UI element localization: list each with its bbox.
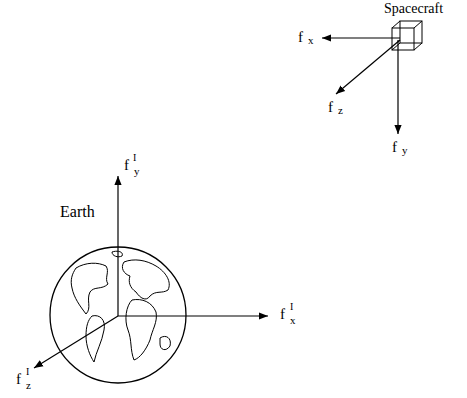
axis-superscript: I xyxy=(290,302,293,312)
axis-label: f xyxy=(280,307,285,322)
axis-label: f xyxy=(392,140,397,155)
body-label: Earth xyxy=(60,204,95,220)
axis-subscript: y xyxy=(402,145,408,156)
axis-subscript: z xyxy=(26,380,31,391)
axis-superscript: I xyxy=(133,153,136,163)
axis-label: f xyxy=(328,100,333,115)
axis-subscript: z xyxy=(338,105,343,116)
body-axes xyxy=(322,38,400,134)
axis-label: f xyxy=(16,372,21,387)
axis-subscript: y xyxy=(134,166,140,177)
title-label: Spacecraft xyxy=(384,2,443,16)
spacecraft-cube xyxy=(392,21,422,50)
axis-subscript: x xyxy=(308,35,314,46)
axis-subscript: x xyxy=(290,315,296,326)
inertial-axes xyxy=(34,176,268,368)
axis-label: f xyxy=(298,30,303,45)
axis-label: f xyxy=(124,158,129,173)
axis-superscript: I xyxy=(26,367,29,377)
